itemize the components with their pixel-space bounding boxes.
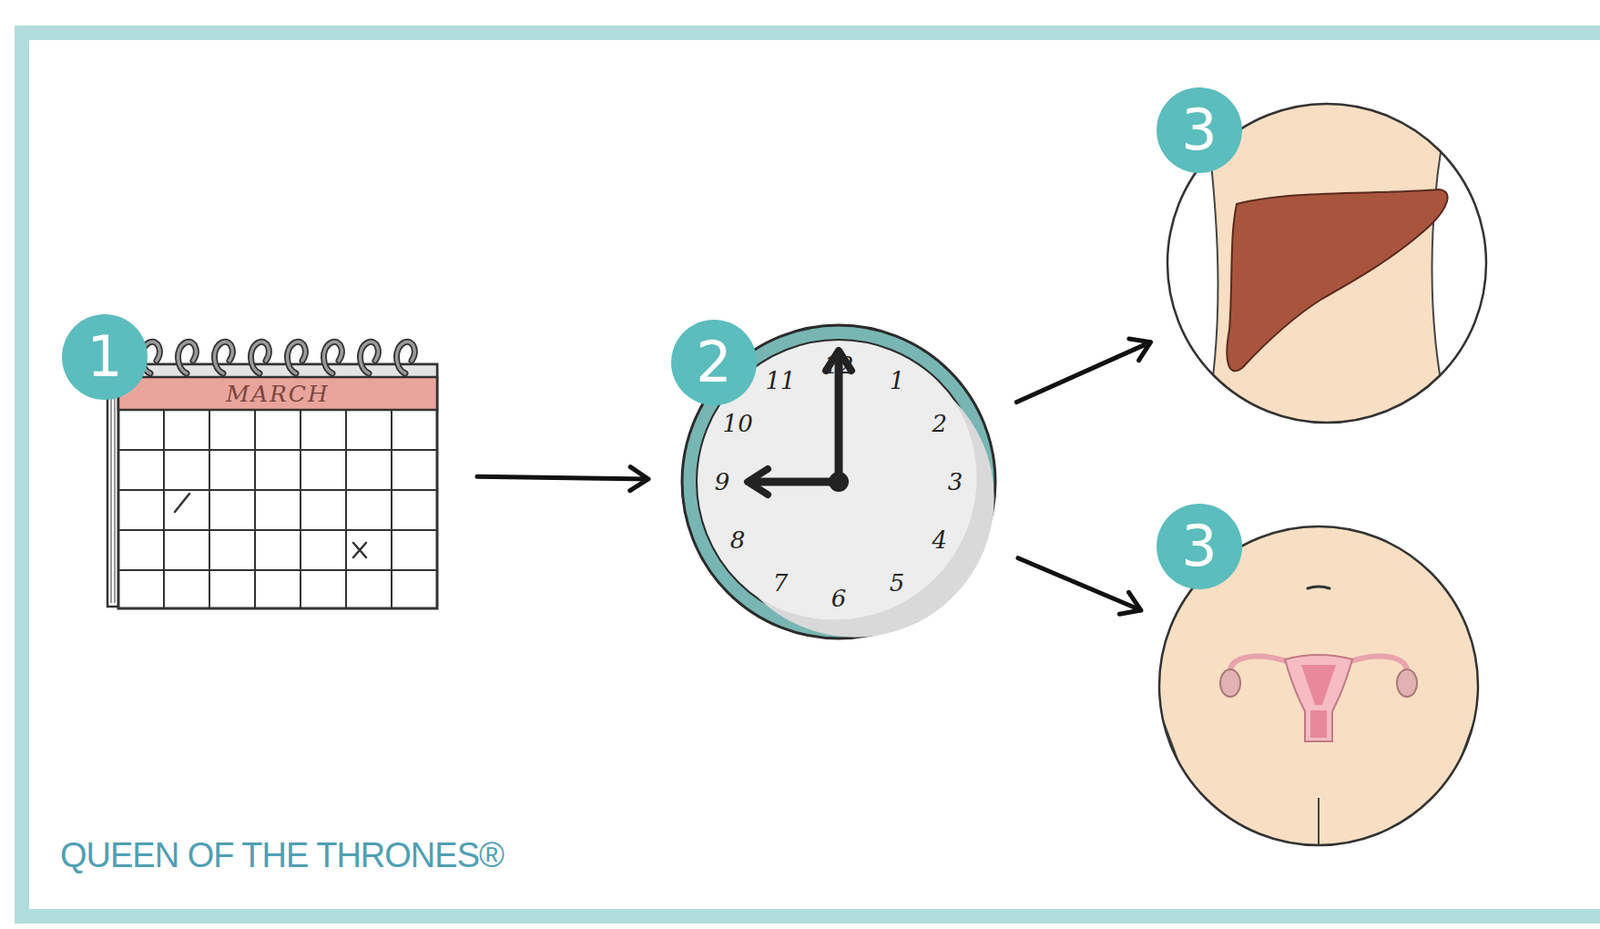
callout-number: 3 xyxy=(1156,87,1243,174)
calendar-illustration xyxy=(107,341,438,609)
clock-numeral: 4 xyxy=(932,526,948,554)
callout-number: 2 xyxy=(671,319,757,406)
flow-arrow xyxy=(1018,558,1142,614)
clock-numeral: 5 xyxy=(889,569,906,597)
frame xyxy=(21,32,1600,917)
clock-numeral: 3 xyxy=(947,468,964,496)
clock-numeral: 6 xyxy=(831,584,847,612)
calendar-grid xyxy=(118,409,438,609)
flow-arrow xyxy=(477,467,649,491)
clock-numeral: 1 xyxy=(889,366,906,395)
callout-number: 3 xyxy=(1156,503,1243,590)
callout-number: 1 xyxy=(61,314,148,400)
calendar-month: MARCH xyxy=(118,377,438,410)
liver-node: 3 xyxy=(1165,101,1488,425)
clock-numeral: 7 xyxy=(773,569,789,597)
clock-numeral: 2 xyxy=(932,409,948,438)
watermark: QUEEN OF THE THRONES® xyxy=(60,835,504,876)
uterus-node: 3 xyxy=(1157,524,1480,847)
clock-numeral: 9 xyxy=(714,468,731,496)
clock-node: 2121234567891011 xyxy=(680,323,998,641)
clock-numeral: 12 xyxy=(823,351,854,379)
clock-numeral: 10 xyxy=(723,409,754,438)
clock-numeral: 11 xyxy=(764,366,795,395)
calendar-node: 1MARCH xyxy=(101,336,441,611)
clock-numeral: 8 xyxy=(730,526,746,554)
flow-arrow xyxy=(1016,338,1151,403)
